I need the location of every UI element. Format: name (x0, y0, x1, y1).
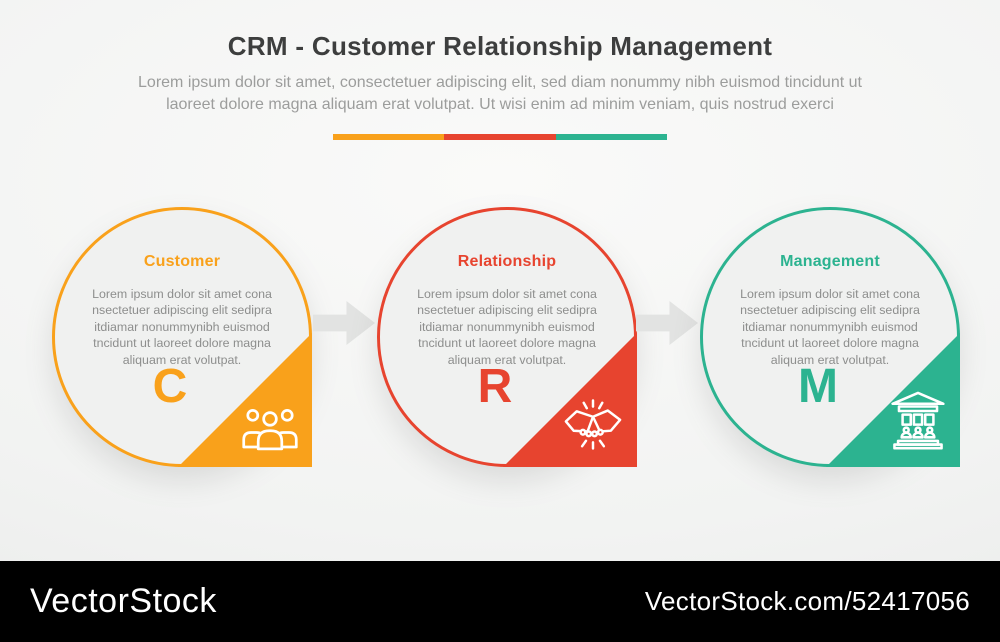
bank-building-icon (889, 391, 947, 451)
management-body-text: Lorem ipsum dolor sit amet cona nsectetu… (740, 287, 920, 367)
card-management: Management Lorem ipsum dolor sit amet co… (700, 207, 960, 467)
page-title: CRM - Customer Relationship Management (227, 31, 773, 61)
page-subtitle: Lorem ipsum dolor sit amet, consectetuer… (138, 74, 862, 113)
divider-segment-red (444, 134, 556, 140)
customer-letter: C (152, 360, 188, 413)
relationship-title: Relationship (457, 253, 557, 270)
people-group-icon (241, 405, 299, 451)
arrow-right-icon (313, 301, 375, 345)
vectorstock-credit: VectorStock.com/52417056 (644, 586, 970, 616)
tricolor-divider (333, 134, 667, 140)
customer-title: Customer (143, 253, 221, 270)
handshake-icon (562, 398, 624, 451)
relationship-letter: R (477, 360, 513, 413)
management-letter: M (798, 360, 838, 413)
card-customer: Customer Lorem ipsum dolor sit amet cona… (52, 207, 312, 467)
divider-segment-orange (333, 134, 445, 140)
watermark-bar: VectorStock VectorStock.com/52417056 (0, 561, 1000, 642)
vectorstock-logo: VectorStock (30, 582, 217, 620)
divider-segment-teal (555, 134, 667, 140)
relationship-body-text: Lorem ipsum dolor sit amet cona nsectetu… (417, 287, 597, 367)
management-title: Management (780, 253, 880, 270)
customer-body-text: Lorem ipsum dolor sit amet cona nsectetu… (92, 287, 272, 367)
card-relationship: Relationship Lorem ipsum dolor sit amet … (377, 207, 637, 467)
arrow-right-icon (636, 301, 698, 345)
